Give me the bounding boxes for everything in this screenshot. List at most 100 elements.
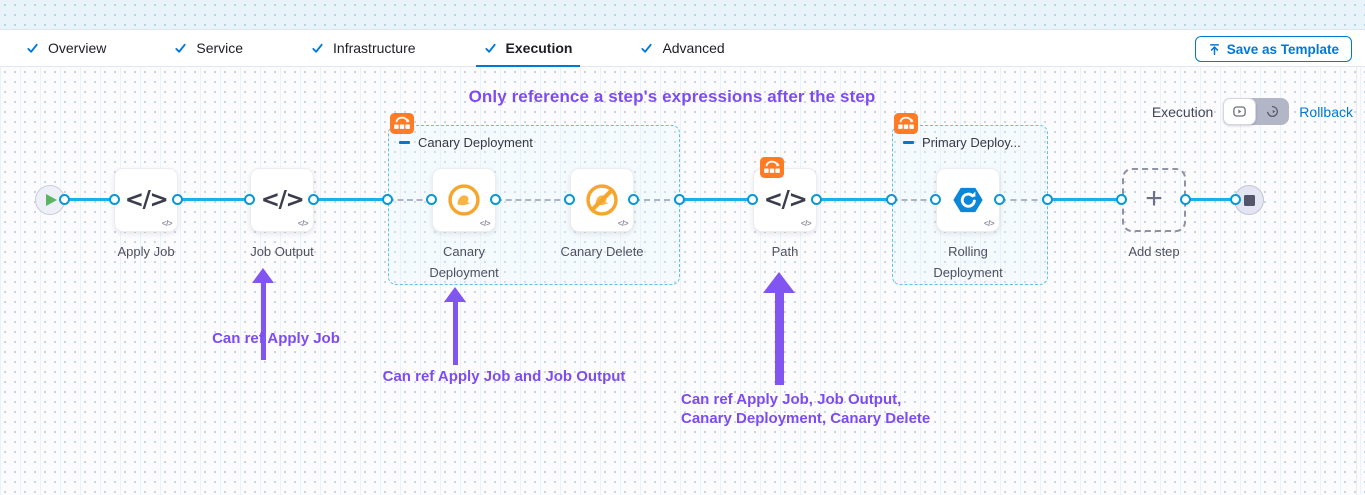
annotation-note-2: Can ref Apply Job and Job Output bbox=[382, 368, 626, 385]
annotation-title: Only reference a step's expressions afte… bbox=[468, 87, 876, 106]
connector-port[interactable] bbox=[382, 194, 393, 205]
tab-advanced[interactable]: Advanced bbox=[634, 30, 730, 66]
connector-port[interactable] bbox=[886, 194, 897, 205]
tab-label: Execution bbox=[505, 40, 573, 56]
connector-line bbox=[1186, 198, 1238, 201]
group-title: Primary Deploy... bbox=[922, 135, 1021, 150]
annotation-arrow bbox=[252, 268, 274, 360]
tab-label: Service bbox=[196, 40, 244, 56]
connector-port[interactable] bbox=[426, 194, 437, 205]
code-badge-icon: </> bbox=[479, 219, 491, 228]
arrow-head bbox=[252, 268, 274, 283]
step-label: Rolling Deployment bbox=[933, 244, 1003, 280]
execution-view-label: Execution bbox=[1151, 103, 1214, 120]
connector-port[interactable] bbox=[490, 194, 501, 205]
step-path[interactable]: </> </> bbox=[753, 157, 817, 232]
tab-label: Overview bbox=[48, 40, 107, 56]
group-header: Canary Deployment bbox=[399, 135, 533, 150]
connector-port[interactable] bbox=[244, 194, 255, 205]
canvas-top-strip bbox=[0, 0, 1365, 30]
annotation-note-1: Can ref Apply Job bbox=[212, 330, 340, 347]
step-label: Path bbox=[771, 244, 799, 259]
code-badge-icon: </> bbox=[297, 219, 309, 228]
annotation-arrow bbox=[444, 287, 466, 365]
check-icon bbox=[312, 43, 323, 53]
check-icon bbox=[484, 43, 496, 53]
connector-port[interactable] bbox=[1230, 194, 1241, 205]
execution-rollback-toggle[interactable] bbox=[1223, 98, 1290, 125]
collapse-icon[interactable] bbox=[399, 141, 410, 144]
execution-view-icon bbox=[1233, 106, 1247, 117]
annotation-note-3: Can ref Apply Job, Job Output, Canary De… bbox=[681, 390, 930, 428]
code-icon: </> bbox=[763, 187, 808, 213]
rollback-view-button[interactable] bbox=[1256, 98, 1289, 125]
save-as-template-button[interactable]: Save as Template bbox=[1194, 36, 1352, 62]
group-title: Canary Deployment bbox=[418, 135, 533, 150]
plus-icon: + bbox=[1145, 181, 1163, 215]
group-header: Primary Deploy... bbox=[903, 135, 1021, 150]
check-icon bbox=[641, 43, 653, 53]
tab-label: Advanced bbox=[662, 40, 725, 56]
step-canary-delete[interactable]: </> bbox=[570, 168, 634, 232]
connector-port[interactable] bbox=[674, 194, 685, 205]
add-step-button[interactable]: + bbox=[1122, 168, 1186, 232]
rolling-deployment-icon bbox=[953, 187, 983, 213]
code-icon: </> bbox=[260, 187, 305, 213]
stop-icon bbox=[1243, 194, 1255, 206]
connector-line bbox=[66, 198, 114, 201]
connector-port[interactable] bbox=[564, 194, 575, 205]
rollback-steps-badge-icon[interactable] bbox=[894, 113, 918, 134]
connector-port[interactable] bbox=[59, 194, 70, 205]
annotation-arrow bbox=[763, 272, 795, 385]
connector-port[interactable] bbox=[994, 194, 1005, 205]
tab-overview[interactable]: Overview bbox=[20, 30, 112, 66]
canvas-edge-line bbox=[1356, 67, 1357, 495]
pipeline-canvas[interactable]: Only reference a step's expressions afte… bbox=[0, 67, 1365, 495]
rollback-link[interactable]: Rollback bbox=[1299, 103, 1353, 120]
rollback-steps-badge-icon[interactable] bbox=[760, 157, 784, 178]
code-icon: </> bbox=[124, 187, 169, 213]
connector-port[interactable] bbox=[1042, 194, 1053, 205]
connector-port[interactable] bbox=[1180, 194, 1191, 205]
step-job-output[interactable]: </> </> bbox=[250, 168, 314, 232]
save-as-template-label: Save as Template bbox=[1226, 41, 1339, 57]
connector-line-dashed bbox=[634, 199, 680, 201]
arrow-shaft bbox=[774, 293, 784, 385]
connector-line bbox=[680, 198, 753, 201]
step-label: Job Output bbox=[250, 244, 314, 259]
step-rolling-deployment[interactable]: </> bbox=[936, 168, 1000, 232]
collapse-icon[interactable] bbox=[903, 141, 914, 144]
arrow-shaft bbox=[452, 302, 458, 365]
connector-line bbox=[178, 198, 250, 201]
connector-port[interactable] bbox=[109, 194, 120, 205]
annotation-note-3-line-2: Canary Deployment, Canary Delete bbox=[681, 410, 931, 427]
tab-service[interactable]: Service bbox=[168, 30, 249, 66]
rollback-steps-badge-icon[interactable] bbox=[390, 113, 414, 134]
connector-port[interactable] bbox=[930, 194, 941, 205]
connector-port[interactable] bbox=[628, 194, 639, 205]
canary-delete-icon bbox=[586, 184, 618, 216]
connector-line bbox=[1048, 198, 1122, 201]
step-label: Canary Delete bbox=[560, 244, 644, 259]
connector-line bbox=[817, 198, 892, 201]
connector-line-dashed bbox=[496, 199, 570, 201]
connector-port[interactable] bbox=[1116, 194, 1127, 205]
step-canary-deployment[interactable]: </> bbox=[432, 168, 496, 232]
connector-port[interactable] bbox=[747, 194, 758, 205]
connector-port[interactable] bbox=[308, 194, 319, 205]
check-icon bbox=[175, 43, 186, 53]
connector-port[interactable] bbox=[811, 194, 822, 205]
execution-view-button[interactable] bbox=[1223, 98, 1257, 125]
arrow-head bbox=[444, 287, 466, 302]
connector-line bbox=[314, 198, 388, 201]
step-label: Add step bbox=[1128, 244, 1180, 259]
step-label: Canary Deployment bbox=[429, 244, 499, 280]
tab-execution[interactable]: Execution bbox=[475, 30, 581, 67]
arrow-head bbox=[763, 272, 795, 293]
tab-infrastructure[interactable]: Infrastructure bbox=[305, 30, 421, 66]
connector-port[interactable] bbox=[172, 194, 183, 205]
upload-icon bbox=[1209, 43, 1219, 55]
connector-line-dashed bbox=[892, 199, 936, 201]
step-apply-job[interactable]: </> </> bbox=[114, 168, 178, 232]
annotation-note-3-line-1: Can ref Apply Job, Job Output, bbox=[681, 391, 902, 408]
